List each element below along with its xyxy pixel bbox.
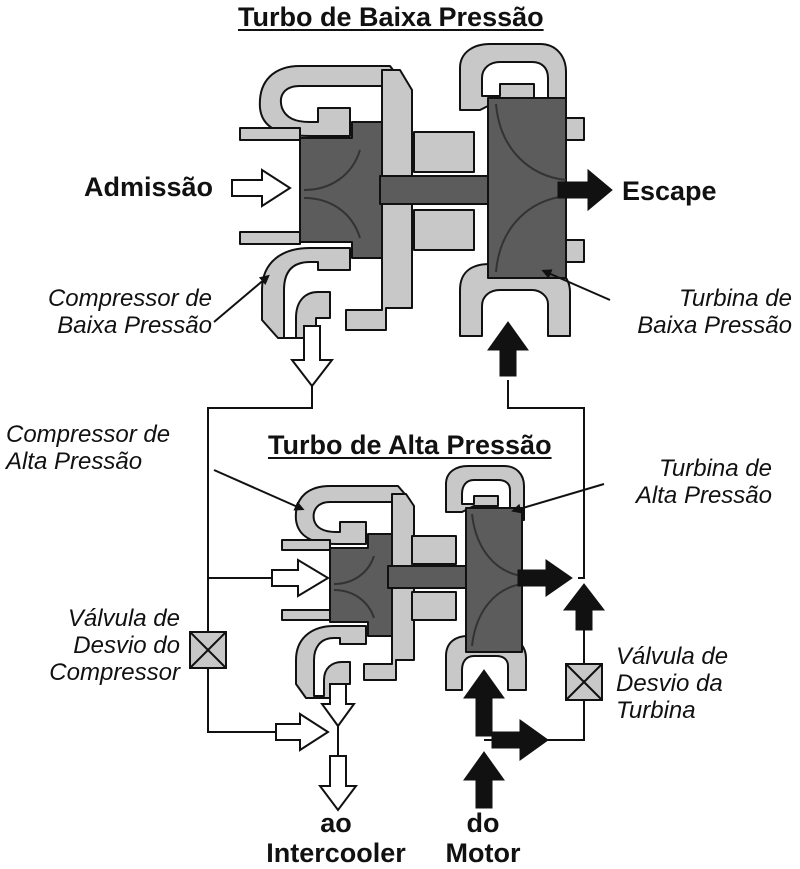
lp-compressor-wheel — [299, 121, 383, 259]
exhaust-arrow — [557, 168, 613, 212]
compressor-bypass-valve — [189, 631, 227, 669]
to-intercooler-arrow — [318, 755, 358, 812]
lp-to-hp-pipe — [207, 384, 313, 579]
bypass-merge-arrow — [275, 712, 330, 752]
intake-arrow — [231, 168, 292, 208]
engine-to-hp-turbine-arrow — [463, 669, 505, 737]
lp-turbine-inlet-arrow — [487, 321, 529, 377]
hp-turbine-wheel — [465, 507, 523, 653]
hp-compressor-housing — [281, 485, 415, 699]
from-engine-arrow — [463, 751, 505, 809]
lp-turbine-wheel — [487, 97, 567, 279]
hp-compressor-leader — [213, 469, 305, 511]
compressor-bypass-label: Válvula de Desvio do Compressor — [49, 605, 180, 686]
from-engine-label: do Motor — [445, 808, 521, 869]
hp-compressor-wheel — [329, 533, 393, 637]
turbine-bypass-label: Válvula de Desvio da Turbina — [616, 643, 729, 724]
piping — [207, 380, 585, 741]
turbine-bypass-upward-arrow — [562, 583, 606, 631]
lp-turbo-title: Turbo de Baixa Pressão — [238, 2, 544, 32]
hp-compressor-outlet-arrow — [320, 683, 356, 728]
lp-turbine-leader — [541, 269, 611, 301]
lp-compressor-outlet-arrow — [289, 325, 335, 388]
hp-to-lp-exhaust-pipe — [507, 380, 585, 579]
exhaust-label: Escape — [622, 176, 717, 206]
hp-shaft — [387, 535, 469, 621]
lp-compressor-housing — [239, 65, 413, 339]
engine-to-bypass-arrow — [491, 719, 549, 761]
hp-turbo-title: Turbo de Alta Pressão — [268, 430, 552, 460]
turbine-bypass-lower-pipe — [546, 700, 585, 741]
compressor-bypass-lower-pipe — [207, 668, 300, 733]
lp-turbine-label: Turbina de Baixa Pressão — [637, 285, 792, 339]
intake-label: Admissão — [84, 172, 214, 202]
lp-compressor-label: Compressor de Baixa Pressão — [47, 285, 212, 339]
hp-turbine-outlet-arrow — [517, 559, 573, 597]
lp-compressor-leader — [213, 274, 270, 323]
hp-compressor-label: Compressor de Alta Pressão — [6, 421, 171, 475]
hp-turbine-label: Turbina de Alta Pressão — [635, 455, 772, 509]
to-intercooler-label: ao Intercooler — [266, 808, 406, 869]
turbine-bypass-valve — [565, 663, 603, 701]
lp-shaft — [379, 131, 491, 251]
hp-turbine-leader — [511, 483, 605, 514]
hp-compressor-intake-arrow — [271, 558, 330, 598]
